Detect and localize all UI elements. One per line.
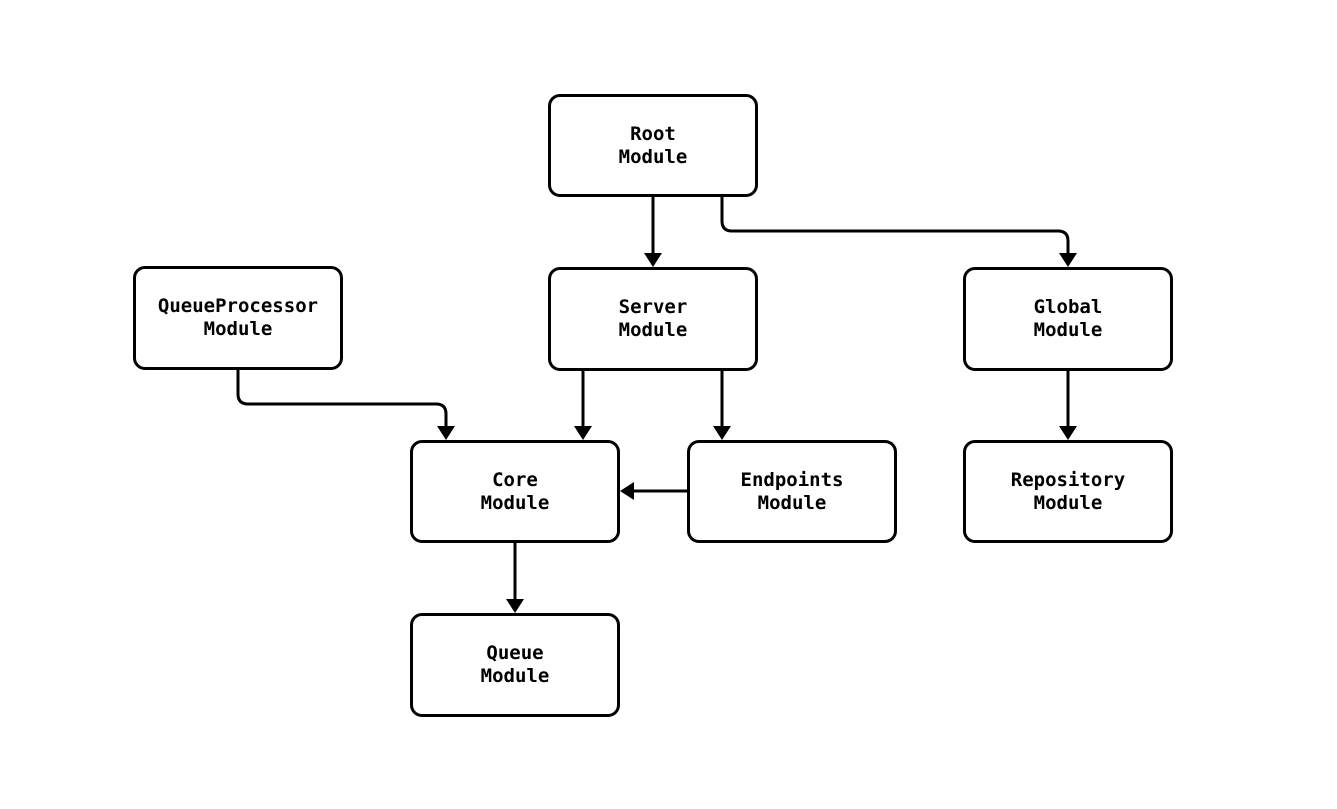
edge-server-to-core bbox=[574, 371, 592, 440]
edge-global-to-repository bbox=[1059, 371, 1077, 440]
edge-endpoints-to-core bbox=[620, 482, 687, 500]
edge-queueprocessor-to-core bbox=[236, 370, 455, 440]
node-global-title: Global bbox=[1033, 296, 1103, 318]
node-queueprocessor[interactable]: QueueProcessor Module bbox=[133, 266, 343, 370]
node-core-title: Core bbox=[492, 468, 538, 491]
node-queue[interactable]: Queue Module bbox=[410, 613, 620, 717]
edge-root-to-global bbox=[720, 197, 1077, 267]
arrowhead-root-to-server bbox=[644, 253, 662, 267]
node-server-subtitle: Module bbox=[618, 319, 688, 341]
arrowhead-endpoints-to-core bbox=[620, 482, 634, 500]
edge-server-to-endpoints bbox=[713, 371, 731, 440]
node-global[interactable]: Global Module bbox=[963, 267, 1173, 371]
arrowhead-server-to-core bbox=[574, 426, 592, 440]
node-core-subtitle: Module bbox=[480, 491, 550, 514]
node-endpoints-subtitle: Module bbox=[757, 491, 827, 514]
node-core[interactable]: Core Module bbox=[410, 440, 620, 543]
arrowhead-queueprocessor-to-core bbox=[437, 426, 455, 440]
arrowhead-server-to-endpoints bbox=[713, 426, 731, 440]
node-global-subtitle: Module bbox=[1033, 319, 1103, 341]
arrowhead-global-to-repository bbox=[1059, 426, 1077, 440]
node-root[interactable]: Root Module bbox=[548, 94, 758, 197]
node-queueprocessor-title: QueueProcessor bbox=[157, 295, 319, 317]
node-repository[interactable]: Repository Module bbox=[963, 440, 1173, 543]
node-root-title: Root bbox=[630, 122, 676, 145]
node-repository-subtitle: Module bbox=[1033, 491, 1103, 514]
node-server-title: Server bbox=[618, 296, 688, 318]
node-endpoints-title: Endpoints bbox=[740, 468, 844, 491]
node-queue-subtitle: Module bbox=[480, 665, 550, 687]
node-queue-title: Queue bbox=[486, 642, 544, 664]
arrowhead-core-to-queue bbox=[506, 599, 524, 613]
edge-core-to-queue bbox=[506, 543, 524, 613]
node-repository-title: Repository bbox=[1010, 468, 1126, 491]
arrowhead-root-to-global bbox=[1059, 253, 1077, 267]
edge-root-to-server bbox=[644, 197, 662, 267]
node-root-subtitle: Module bbox=[618, 145, 688, 168]
node-endpoints[interactable]: Endpoints Module bbox=[687, 440, 897, 543]
node-queueprocessor-subtitle: Module bbox=[203, 318, 273, 340]
node-server[interactable]: Server Module bbox=[548, 267, 758, 371]
